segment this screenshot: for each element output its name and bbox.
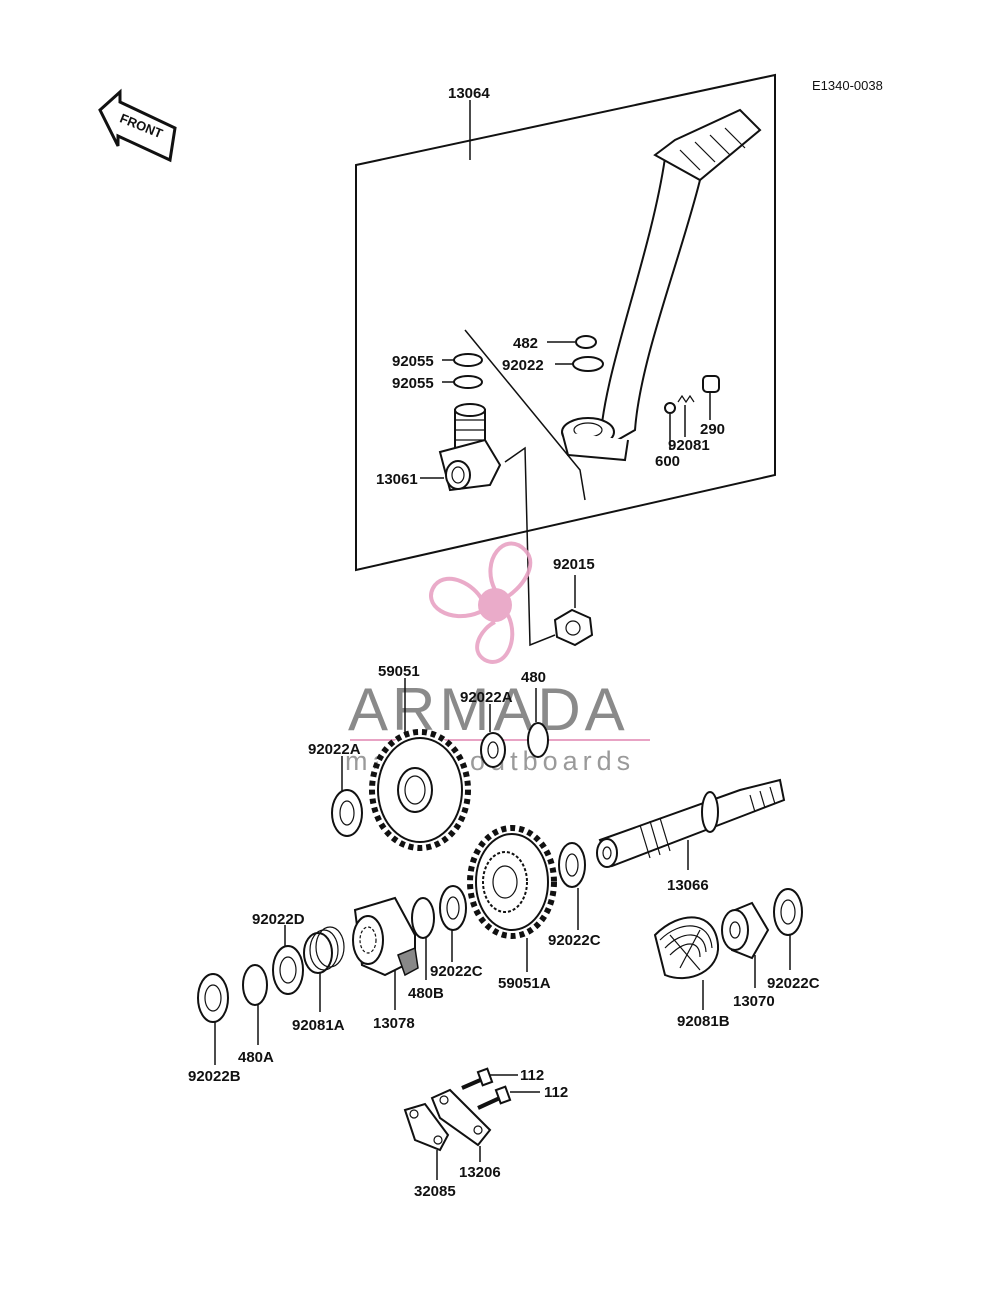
label-59051A: 59051A bbox=[498, 975, 551, 992]
label-13061: 13061 bbox=[376, 471, 418, 488]
label-92022B: 92022B bbox=[188, 1068, 241, 1085]
label-480A: 480A bbox=[238, 1049, 274, 1066]
label-92022A-left: 92022A bbox=[308, 741, 361, 758]
return-spring-92081B bbox=[653, 916, 720, 980]
label-92015: 92015 bbox=[553, 556, 595, 573]
label-92022C-mid: 92022C bbox=[548, 932, 601, 949]
washer-92022C-right bbox=[773, 888, 803, 936]
kick-boss-13061 bbox=[438, 403, 502, 492]
label-92022C-right: 92022C bbox=[767, 975, 820, 992]
circlip-480A bbox=[242, 964, 268, 1006]
ball-600 bbox=[664, 402, 676, 414]
label-32085: 32085 bbox=[414, 1183, 456, 1200]
label-480: 480 bbox=[521, 669, 546, 686]
label-92022D: 92022D bbox=[252, 911, 305, 928]
gear-59051 bbox=[369, 729, 471, 851]
label-92081: 92081 bbox=[668, 437, 710, 454]
label-92022C-low: 92022C bbox=[430, 963, 483, 980]
circlip-480B bbox=[411, 897, 435, 939]
circlip-480 bbox=[527, 722, 549, 758]
watermark-propeller-icon bbox=[429, 541, 533, 664]
washer-92022C-mid bbox=[558, 842, 586, 888]
label-600: 600 bbox=[655, 453, 680, 470]
watermark-brand: ARMADA bbox=[348, 676, 629, 743]
label-112-lower: 112 bbox=[544, 1084, 568, 1101]
washer-92022D bbox=[272, 945, 304, 995]
label-112-upper: 112 bbox=[520, 1067, 544, 1084]
plug-290 bbox=[702, 375, 720, 393]
spring-guide-13070 bbox=[721, 901, 770, 960]
gear-59051A bbox=[467, 825, 557, 939]
label-290: 290 bbox=[700, 421, 725, 438]
washer-92022B bbox=[197, 973, 229, 1023]
bolt-112-upper bbox=[461, 1067, 494, 1090]
label-13078: 13078 bbox=[373, 1015, 415, 1032]
kick-pedal-assembly-panel bbox=[355, 73, 776, 572]
circlip-482 bbox=[575, 335, 597, 349]
o-ring-92055-lower bbox=[453, 375, 483, 389]
bolt-112-lower bbox=[477, 1085, 512, 1110]
ratchet-13078 bbox=[352, 896, 419, 977]
plate-32085 bbox=[403, 1102, 450, 1152]
kick-shaft-13066 bbox=[596, 778, 786, 868]
spring-92081 bbox=[677, 394, 695, 404]
nut-92015 bbox=[553, 608, 594, 647]
washer-92022C-low bbox=[439, 885, 467, 931]
label-92081B: 92081B bbox=[677, 1013, 730, 1030]
washer-92022 bbox=[572, 356, 604, 372]
label-13066: 13066 bbox=[667, 877, 709, 894]
plate-13206 bbox=[430, 1088, 492, 1147]
washer-92022A-left bbox=[331, 789, 363, 837]
label-92055-upper: 92055 bbox=[392, 353, 434, 370]
label-482: 482 bbox=[513, 335, 538, 352]
label-92081A: 92081A bbox=[292, 1017, 345, 1034]
reference-code: E1340-0038 bbox=[812, 78, 883, 93]
label-92022: 92022 bbox=[502, 357, 544, 374]
kick-pedal-lever bbox=[561, 108, 762, 462]
washer-92022A-top bbox=[480, 732, 506, 768]
label-92055-lower: 92055 bbox=[392, 375, 434, 392]
label-13206: 13206 bbox=[459, 1164, 501, 1181]
label-480B: 480B bbox=[408, 985, 444, 1002]
label-13070: 13070 bbox=[733, 993, 775, 1010]
label-13064: 13064 bbox=[448, 85, 490, 102]
label-92022A-top: 92022A bbox=[460, 689, 513, 706]
spring-92081A bbox=[303, 926, 345, 974]
front-arrow-icon: FRONT bbox=[98, 88, 177, 163]
label-59051: 59051 bbox=[378, 663, 420, 680]
o-ring-92055-upper bbox=[453, 353, 483, 367]
